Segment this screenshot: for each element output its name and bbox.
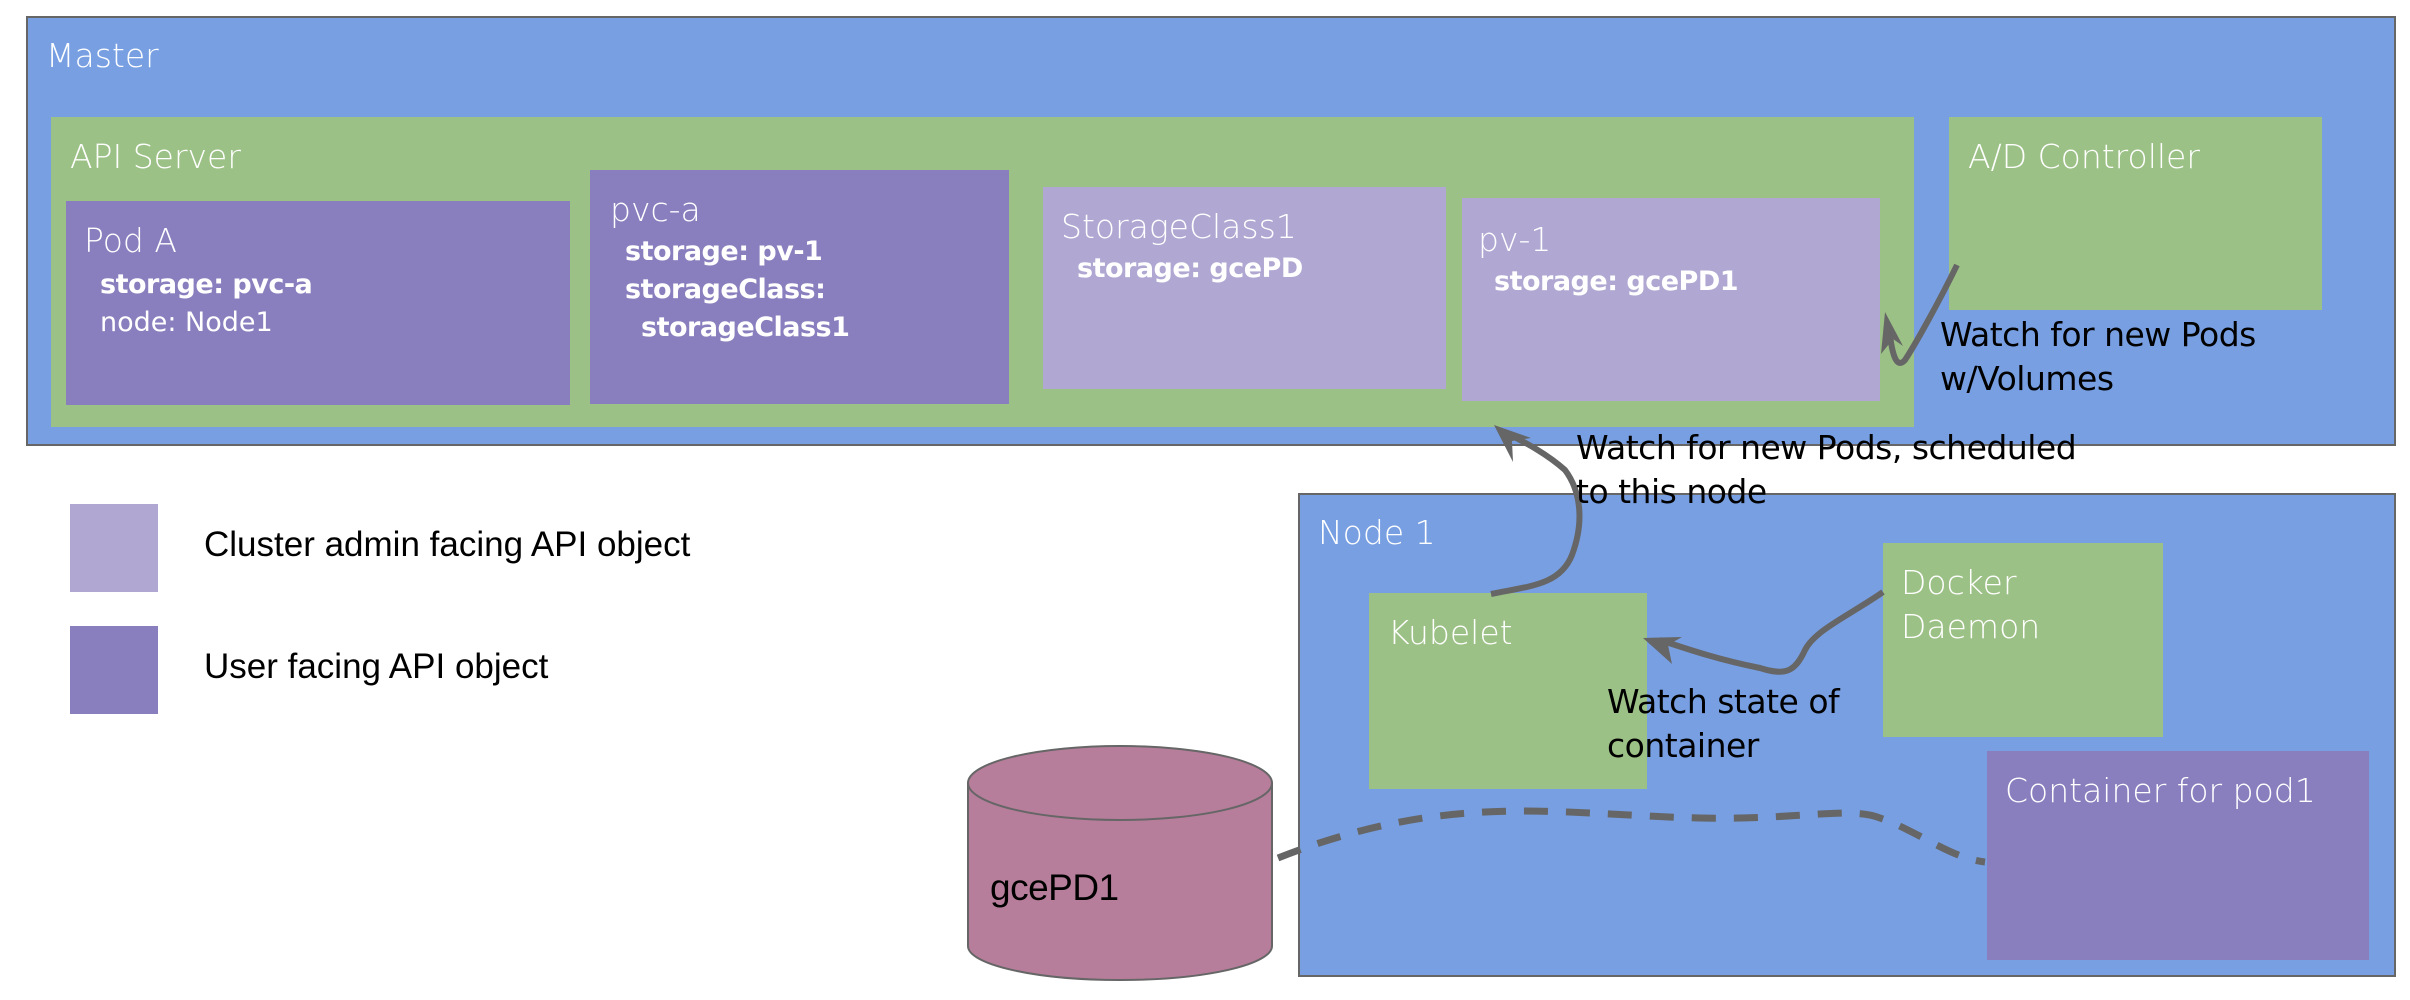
storage-class1-title: StorageClass1	[1061, 207, 1297, 246]
kubelet-watch-label-line1: Watch for new Pods, scheduled	[1576, 428, 2077, 467]
container-title: Container for pod1	[2005, 771, 2316, 810]
legend-label-admin: Cluster admin facing API object	[204, 525, 691, 564]
api-server-title: API Server	[70, 137, 241, 176]
disk-label: gcePD1	[990, 867, 1119, 908]
docker-watch-label-line2: container	[1607, 726, 1759, 765]
docker-title-line1: Docker	[1901, 563, 2017, 602]
pvc-a-storage-class-key: storageClass:	[625, 274, 826, 305]
docker-title-line2: Daemon	[1901, 607, 2041, 646]
legend-label-user: User facing API object	[204, 647, 549, 686]
kubelet-title: Kubelet	[1388, 613, 1513, 652]
pvc-a-storage: storage: pv-1	[625, 236, 823, 267]
pv-1-box: pv-1 storage: gcePD1	[1462, 198, 1880, 401]
pv-1-title: pv-1	[1478, 220, 1552, 259]
pod-a-storage: storage: pvc-a	[100, 269, 313, 300]
master-title: Master	[46, 36, 159, 75]
ad-controller-box: A/D Controller	[1949, 117, 2322, 310]
docker-watch-label-line1: Watch state of	[1607, 682, 1840, 721]
pod-a-box: Pod A storage: pvc-a node: Node1	[66, 201, 570, 405]
pvc-a-title: pvc-a	[610, 190, 701, 229]
pvc-a-box: pvc-a storage: pv-1 storageClass: storag…	[590, 170, 1009, 404]
pod-a-node: node: Node1	[100, 307, 273, 338]
container-box: Container for pod1	[1987, 751, 2369, 960]
node1-title: Node 1	[1318, 513, 1436, 552]
disk-top	[967, 745, 1273, 821]
docker-daemon-box: Docker Daemon	[1883, 543, 2163, 737]
pvc-a-storage-class-value: storageClass1	[641, 312, 850, 343]
legend-swatch-user	[70, 626, 158, 714]
ad-controller-title: A/D Controller	[1968, 137, 2200, 176]
legend-swatch-admin	[70, 504, 158, 592]
storage-class1-box: StorageClass1 storage: gcePD	[1043, 187, 1446, 389]
pod-a-title: Pod A	[84, 221, 177, 260]
pv-1-storage: storage: gcePD1	[1494, 266, 1739, 297]
kubelet-box: Kubelet	[1369, 593, 1647, 789]
ad-watch-label-line2: w/Volumes	[1940, 359, 2114, 398]
ad-watch-label-line1: Watch for new Pods	[1940, 315, 2256, 354]
disk-cylinder	[967, 745, 1273, 981]
storage-class1-storage: storage: gcePD	[1077, 253, 1303, 284]
kubelet-watch-label-line2: to this node	[1576, 472, 1767, 511]
